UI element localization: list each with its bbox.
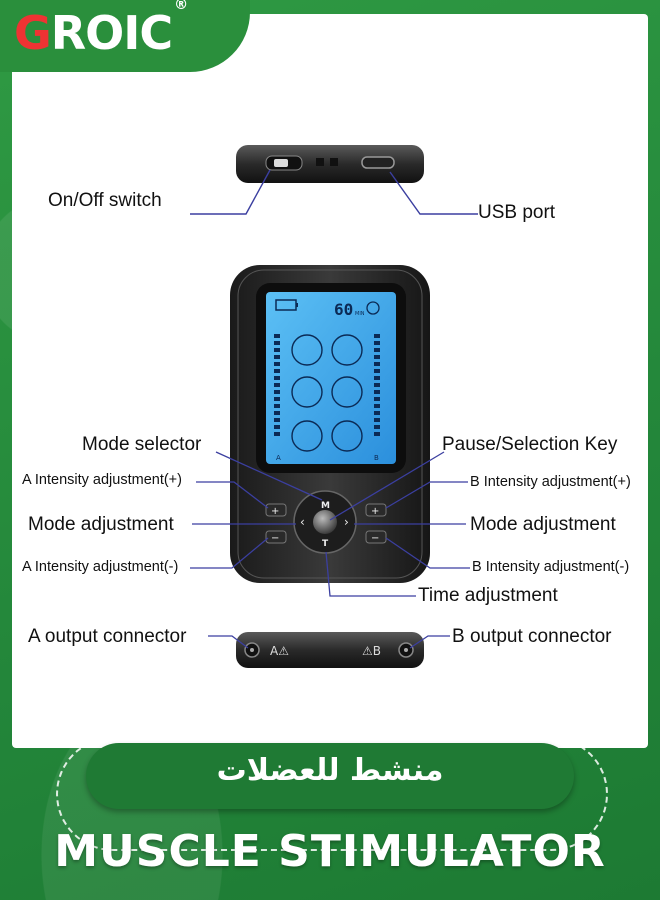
arabic-title: منشط للعضلات [216,753,444,788]
logo-tab: GROIC® [0,0,250,72]
screen-channel-a: A [276,454,281,462]
a-minus-label: − [271,533,279,544]
label-usb-port: USB port [478,202,556,223]
label-pause-selection-key: Pause/Selection Key [442,434,618,455]
label-b-intensity-minus: B Intensity adjustment(-) [472,559,630,575]
label-mode-adjustment-left: Mode adjustment [28,514,174,535]
screen-channel-b: B [374,454,379,462]
logo-g: G [14,6,52,60]
label-a-output-connector: A output connector [28,626,187,647]
label-a-intensity-minus: A Intensity adjustment(-) [22,559,179,575]
label-b-intensity-plus: B Intensity adjustment(+) [470,474,631,490]
logo-text: ROIC [50,6,173,60]
device-body: 60 MIN A B M T ‹ › + [230,265,430,583]
label-a-intensity-plus: A Intensity adjustment(+) [22,472,182,488]
label-mode-selector: Mode selector [82,434,202,455]
port-a-label: A⚠ [270,644,289,658]
a-plus-label: + [271,506,279,517]
timer-display: 60 [334,300,353,319]
timer-unit: MIN [355,311,365,317]
mode-button-label: M [321,501,330,511]
time-button-label: T [322,539,329,549]
label-mode-adjustment-right: Mode adjustment [470,514,616,535]
brand-logo: GROIC® [14,0,188,60]
arabic-banner: منشط للعضلات [86,743,574,809]
device-top-view [236,145,424,183]
left-arrow-icon: ‹ [300,515,305,529]
product-title: MUSCLE STIMULATOR [54,826,606,877]
b-minus-label: − [371,533,379,544]
label-b-output-connector: B output connector [452,626,612,647]
b-plus-label: + [371,506,379,517]
banner-dashed-ring [56,737,608,851]
label-time-adjustment: Time adjustment [418,585,558,606]
registered-mark: ® [174,0,188,13]
device-bottom-view: A⚠ ⚠B [236,632,424,668]
port-b-label: ⚠B [362,644,381,658]
right-arrow-icon: › [344,515,349,529]
label-on-off-switch: On/Off switch [48,190,162,211]
